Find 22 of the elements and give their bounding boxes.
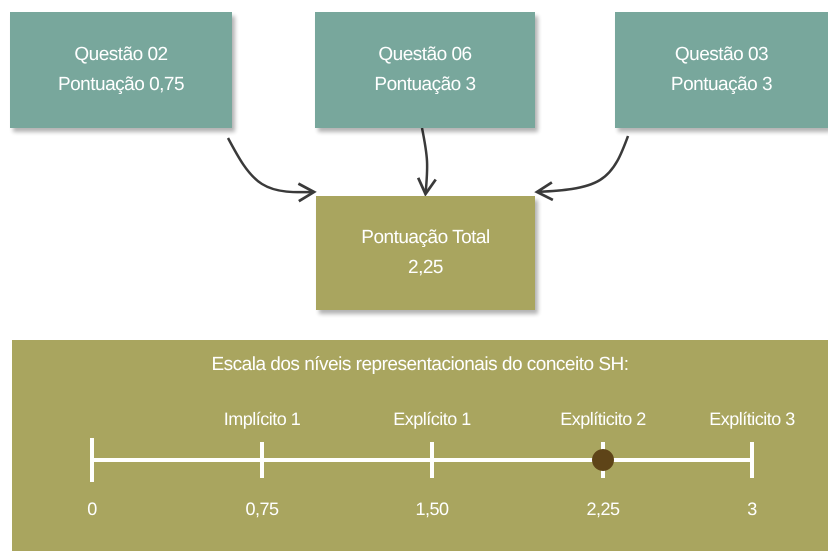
total-box xyxy=(316,196,535,310)
tick-label: 0,75 xyxy=(245,499,279,520)
question-box xyxy=(615,12,828,128)
tick-label: 2,25 xyxy=(586,499,620,520)
box-text: Questão 03 Pontuação 3 xyxy=(670,43,774,97)
level-label: Explícito 1 xyxy=(393,409,471,430)
scale-title: Escala dos níveis representacionais do conceito SH: xyxy=(211,353,629,377)
question-box xyxy=(315,12,535,128)
box-text: Questão 02 Pontuação 0,75 xyxy=(56,43,186,97)
level-label: Explíticito 2 xyxy=(560,409,646,430)
level-label: Explíticito 3 xyxy=(709,409,795,430)
arrow xyxy=(416,128,438,196)
arrow xyxy=(226,137,316,203)
question-box xyxy=(10,12,232,128)
arrow xyxy=(536,136,630,202)
level-label: Implícito 1 xyxy=(224,409,300,430)
box-text: Questão 06 Pontuação 3 xyxy=(373,43,477,97)
tick-label: 0 xyxy=(87,499,97,520)
box-text: Pontuação Total 2,25 xyxy=(360,226,491,280)
scale-panel xyxy=(12,340,828,551)
tick-label: 3 xyxy=(747,499,757,520)
tick-label: 1,50 xyxy=(415,499,449,520)
